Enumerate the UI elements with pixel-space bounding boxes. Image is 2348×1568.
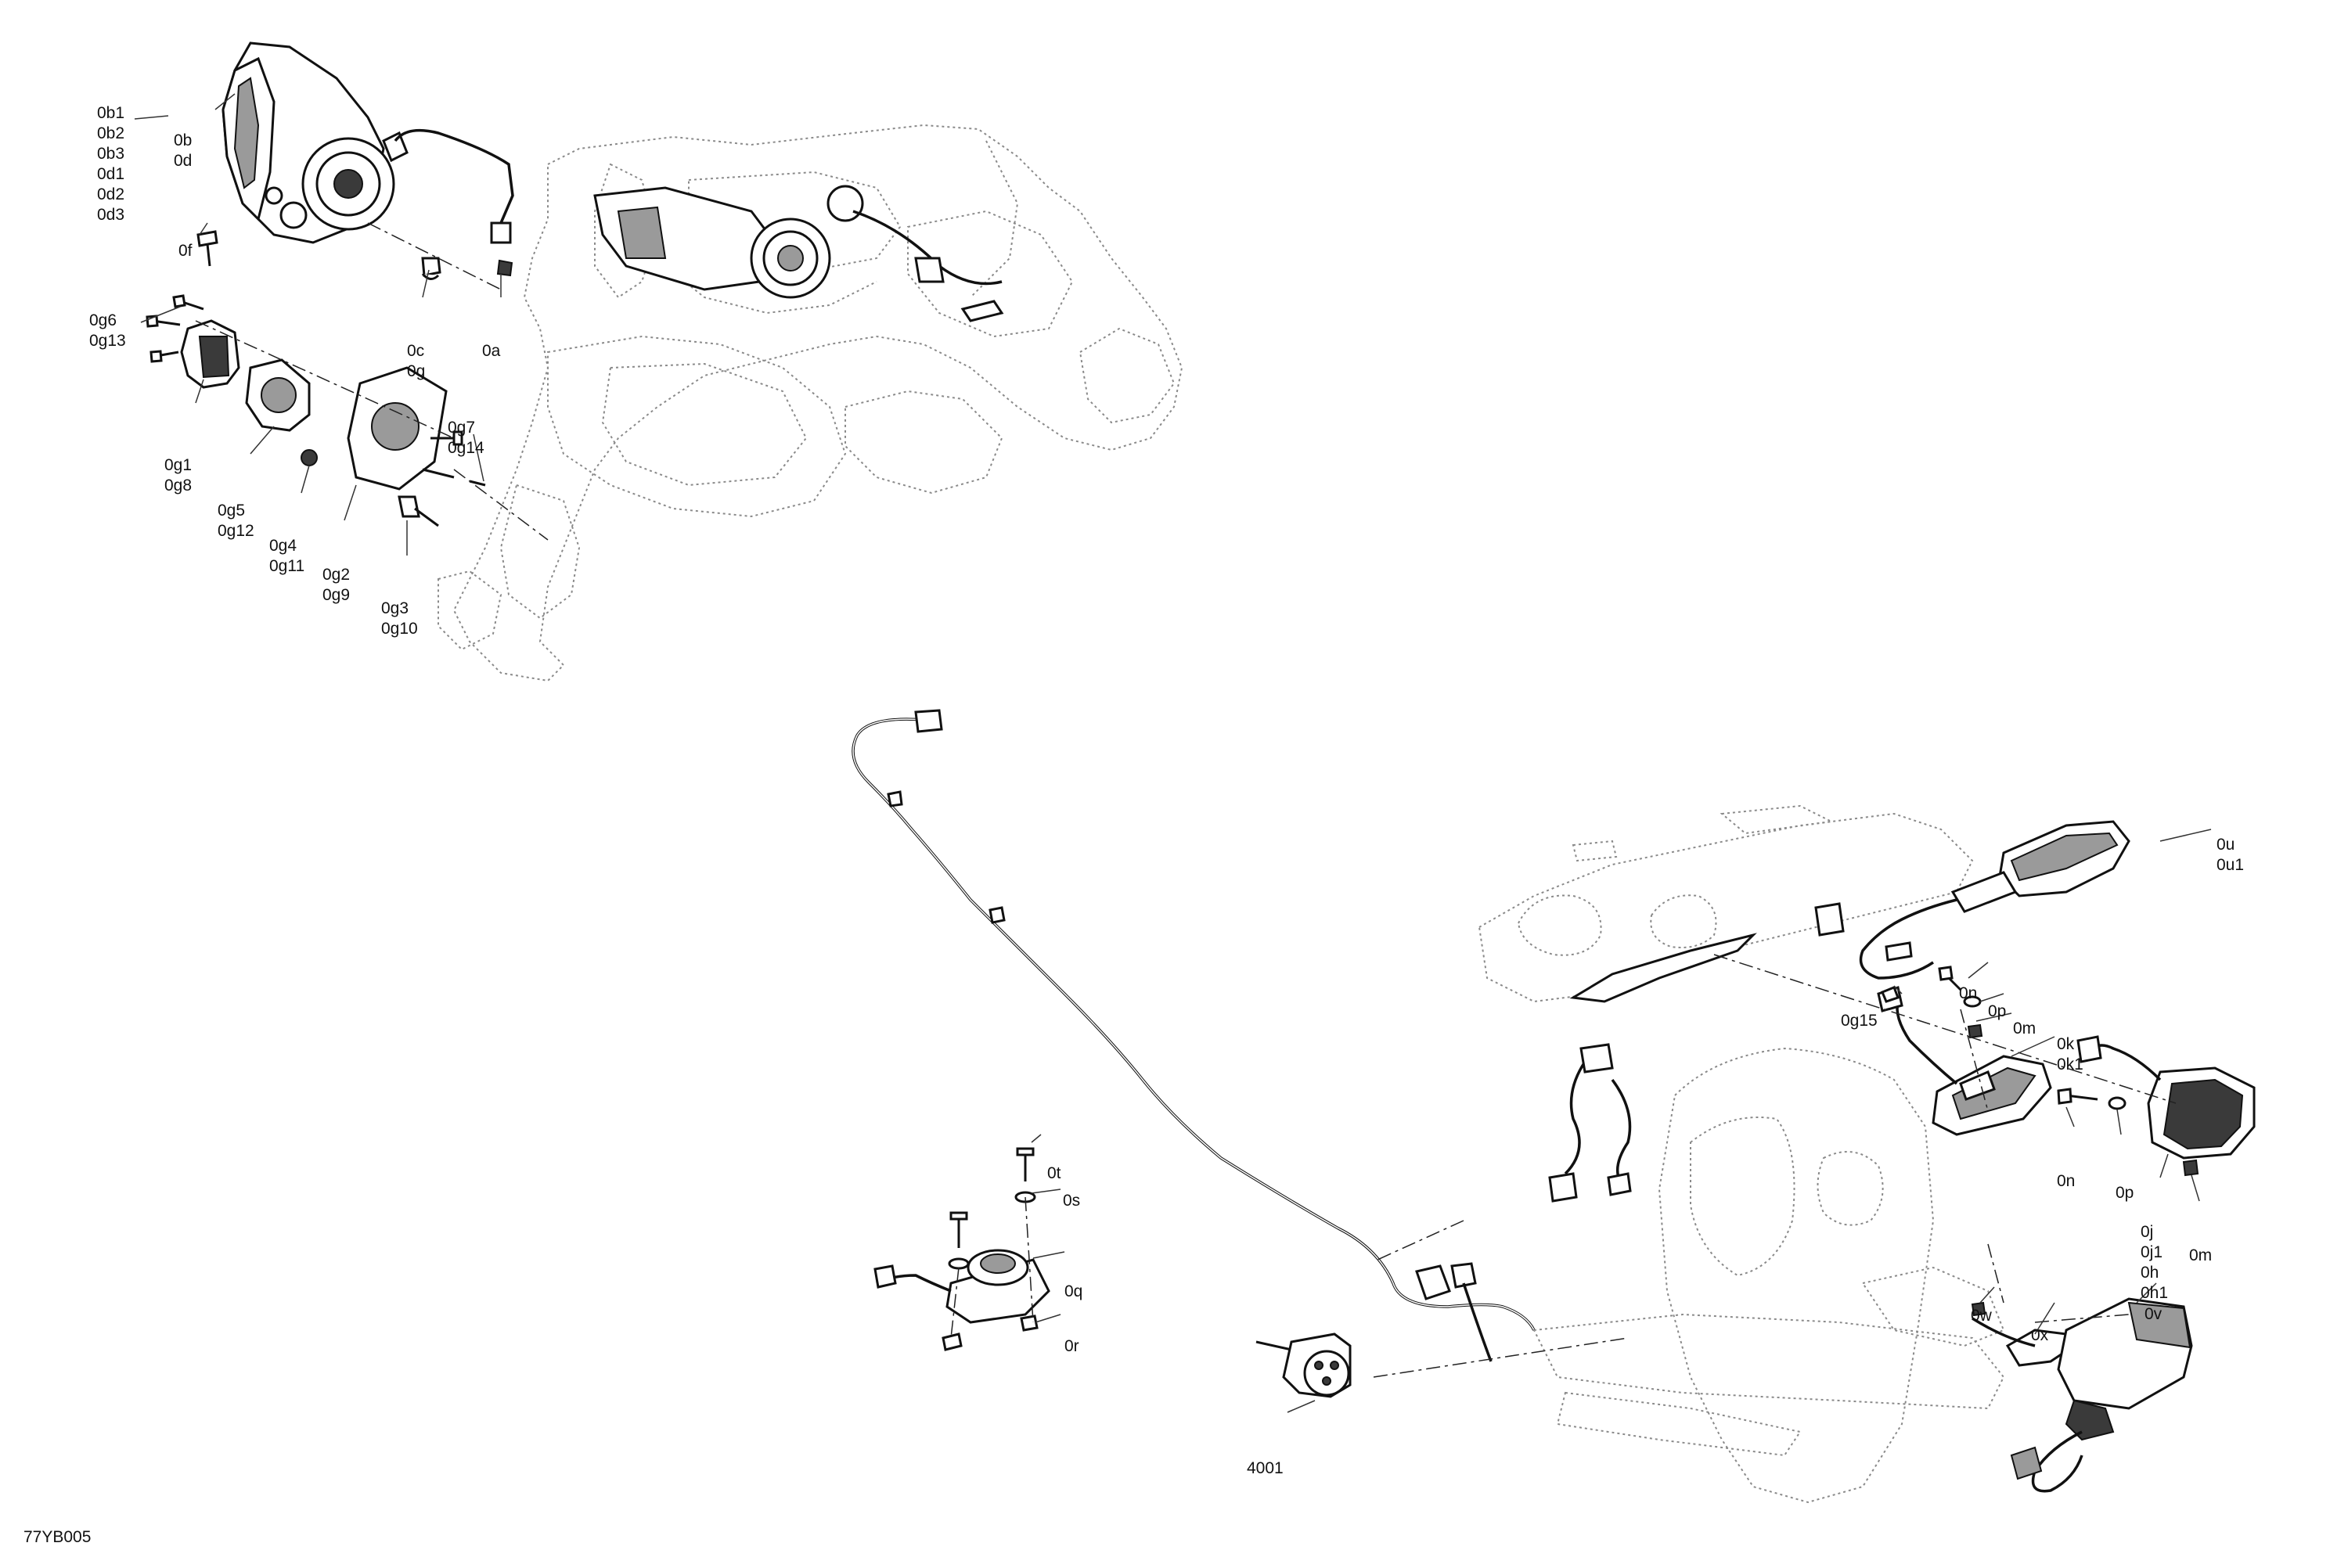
callout-screw-n-top: 0n (1959, 984, 1978, 1002)
callout-screw-n-bottom: 0n (2057, 1172, 2076, 1190)
tail-light-assembly (2057, 1035, 2256, 1177)
relay-assembly (1971, 1297, 2193, 1493)
horn-assembly (873, 1147, 1050, 1351)
callout-horn-q: 0q (1064, 1282, 1083, 1300)
headlamp-bulb-parts (146, 294, 486, 527)
callout-washer-p-top: 0p (1988, 1002, 2007, 1020)
assembly-centerlines (195, 222, 2177, 1378)
callout-bulb-g15: 0g15 (1841, 1012, 1878, 1030)
callout-washer-s: 0s (1063, 1192, 1081, 1210)
leader-lines (134, 93, 2212, 1413)
front-frame-outline (438, 124, 1183, 682)
callout-nut-a: 0a (482, 342, 501, 360)
callout-bracket-x: 0x (2031, 1326, 2049, 1344)
socket-4001 (1255, 1332, 1352, 1398)
exploded-parts-diagram (134, 41, 2256, 1504)
mirror-assembly (1814, 820, 2130, 980)
callout-nut-m-bottom: 0m (2189, 1246, 2213, 1264)
rear-frame-outline (1478, 804, 2005, 1504)
rear-fasteners (1881, 966, 1983, 1039)
callout-clip-r: 0r (1064, 1337, 1079, 1355)
callout-screw-f: 0f (178, 242, 193, 260)
rear-signal-harness (1548, 933, 1757, 1203)
headlamp-fasteners (196, 230, 513, 280)
callout-washer-p-bottom: 0p (2116, 1184, 2134, 1202)
callout-nut-m-top: 0m (2013, 1020, 2036, 1038)
callout-socket-4001: 4001 (1247, 1459, 1284, 1477)
callout-relay-v: 0v (2145, 1305, 2163, 1323)
callout-nut-w: 0w (1971, 1307, 1992, 1325)
wiring-harness (852, 709, 1536, 1362)
headlamp-exploded (221, 41, 514, 244)
callout-screw-t: 0t (1047, 1164, 1061, 1182)
mounted-headlamp-assembly (593, 185, 1004, 322)
diagram-code: 77YB005 (23, 1528, 92, 1546)
